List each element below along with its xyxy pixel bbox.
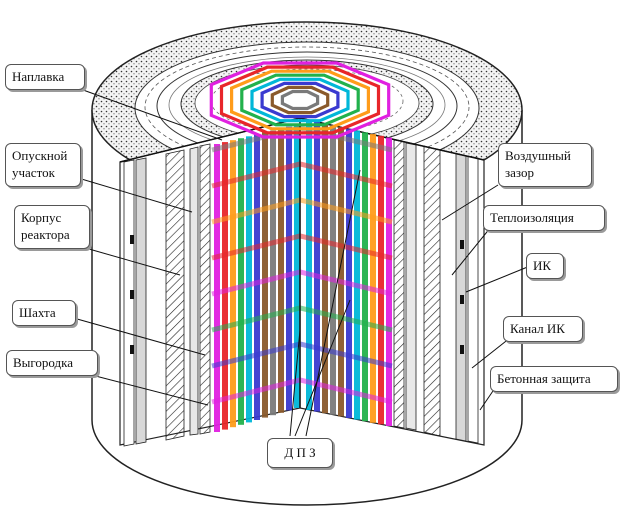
fuel-rod: [238, 138, 244, 425]
fuel-rod: [338, 127, 344, 417]
fuel-rod: [214, 144, 220, 432]
core-ring: [260, 81, 340, 119]
label-ik: ИК: [526, 253, 564, 279]
fuel-rod: [354, 130, 360, 420]
fuel-rod: [370, 134, 376, 423]
core-fuel-assemblies: [211, 118, 393, 432]
fuel-rod: [286, 126, 292, 411]
core-ring: [230, 69, 370, 131]
label-vygorodka: Выгородка: [6, 350, 98, 376]
core-ring: [250, 77, 350, 123]
label-opusknoy-uchastok: Опускной участок: [5, 143, 81, 187]
fuel-rod: [362, 132, 368, 422]
fuel-rod: [378, 135, 384, 425]
fuel-rod: [330, 125, 336, 415]
fuel-rod: [346, 128, 352, 419]
label-dpz: Д П З: [267, 438, 333, 468]
label-shakhta: Шахта: [12, 300, 76, 326]
core-ring: [240, 73, 360, 127]
fuel-rod: [230, 140, 236, 428]
fuel-rod: [254, 134, 260, 420]
fuel-rod: [306, 120, 312, 410]
fuel-rod: [294, 124, 300, 409]
core-ring: [219, 65, 381, 135]
fuel-rod: [262, 132, 268, 418]
fuel-rod: [314, 121, 320, 412]
label-betonnaya-zashchita: Бетонная защита: [490, 366, 618, 392]
core-ring: [280, 89, 320, 111]
label-naplavka: Наплавка: [5, 64, 85, 90]
label-teploizolyatsiya: Теплоизоляция: [483, 205, 605, 231]
fuel-rod: [270, 130, 276, 416]
fuel-rod: [222, 142, 228, 430]
core-ring: [270, 85, 330, 115]
fuel-rod: [386, 137, 392, 426]
core-ring: [209, 61, 391, 139]
fuel-rod: [246, 136, 252, 423]
label-vozdushny-zazor: Воздушный зазор: [498, 143, 592, 187]
label-korpus-reaktora: Корпус реактора: [14, 205, 90, 249]
fuel-rod: [322, 123, 328, 414]
label-kanal-ik: Канал ИК: [503, 316, 583, 342]
core-top-rings: [209, 61, 391, 139]
fuel-rod: [278, 128, 284, 413]
